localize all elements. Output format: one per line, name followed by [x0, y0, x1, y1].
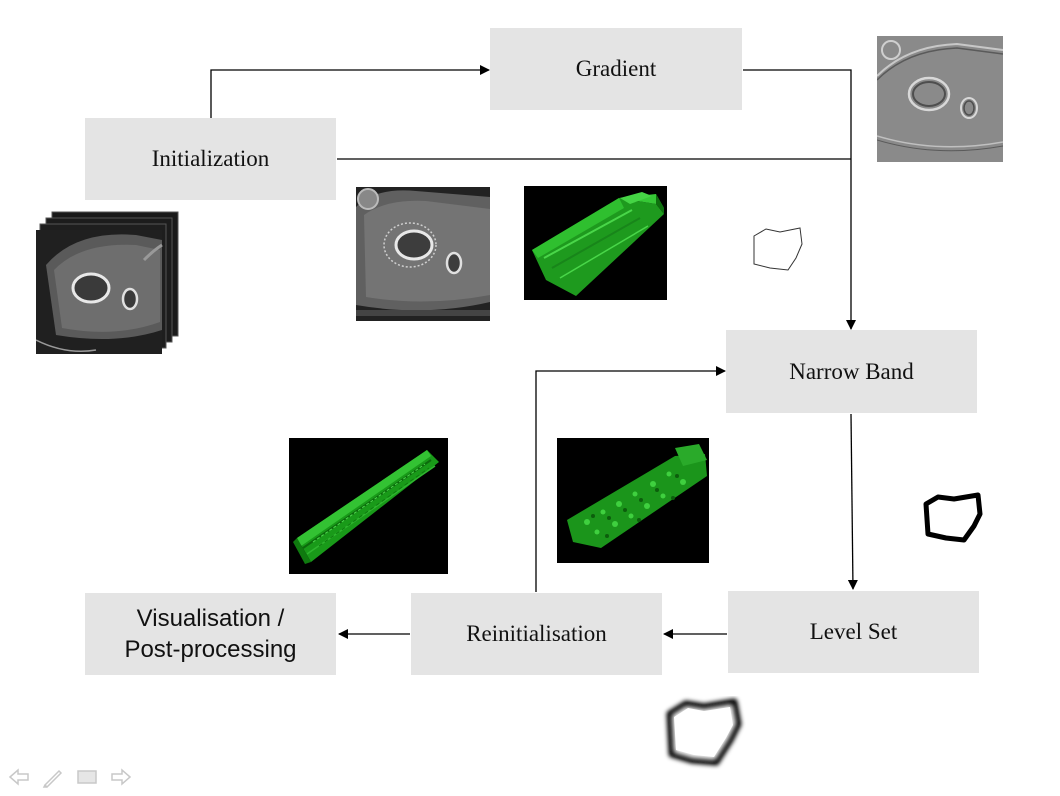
- visualisation-label-line2: Post-processing: [124, 636, 297, 663]
- gradient-label: Gradient: [575, 56, 657, 81]
- green-3d-narrow-band-volume-image: [289, 438, 448, 574]
- gradient-edge-image: [877, 36, 1003, 162]
- arrow-reinitialisation-to-narrow-band: [535, 366, 726, 592]
- thick-contour-image: [923, 492, 983, 543]
- level-set-label: Level Set: [809, 619, 898, 644]
- initialization-label: Initialization: [151, 146, 270, 171]
- ct-slice-with-contour-image: [356, 187, 490, 321]
- narrow-band-node: Narrow Band: [726, 330, 977, 413]
- blurred-contour-image: [666, 698, 742, 766]
- arrow-right-icon[interactable]: [110, 766, 132, 788]
- pencil-icon[interactable]: [42, 766, 64, 788]
- menu-icon[interactable]: [76, 766, 98, 788]
- arrow-initialization-to-gradient: [210, 65, 490, 118]
- narrow-band-label: Narrow Band: [789, 358, 914, 384]
- green-3d-final-volume-image: [557, 438, 709, 563]
- level-set-node: Level Set: [728, 591, 979, 673]
- arrow-narrow-band-to-level-set: [847, 413, 858, 590]
- reinitialisation-label: Reinitialisation: [466, 621, 607, 646]
- arrow-gradient-to-narrow-band: [743, 69, 856, 330]
- visualisation-label-line1: Visualisation /: [136, 605, 285, 632]
- ct-slice-stack-image: [36, 211, 179, 354]
- gradient-node: Gradient: [490, 28, 742, 110]
- thin-contour-image: [753, 227, 803, 271]
- green-3d-initial-volume-image: [524, 186, 667, 300]
- reinitialisation-node: Reinitialisation: [411, 593, 662, 675]
- arrow-left-icon[interactable]: [8, 766, 30, 788]
- visualisation-node: Visualisation / Post-processing: [85, 593, 336, 675]
- initialization-node: Initialization: [85, 118, 336, 200]
